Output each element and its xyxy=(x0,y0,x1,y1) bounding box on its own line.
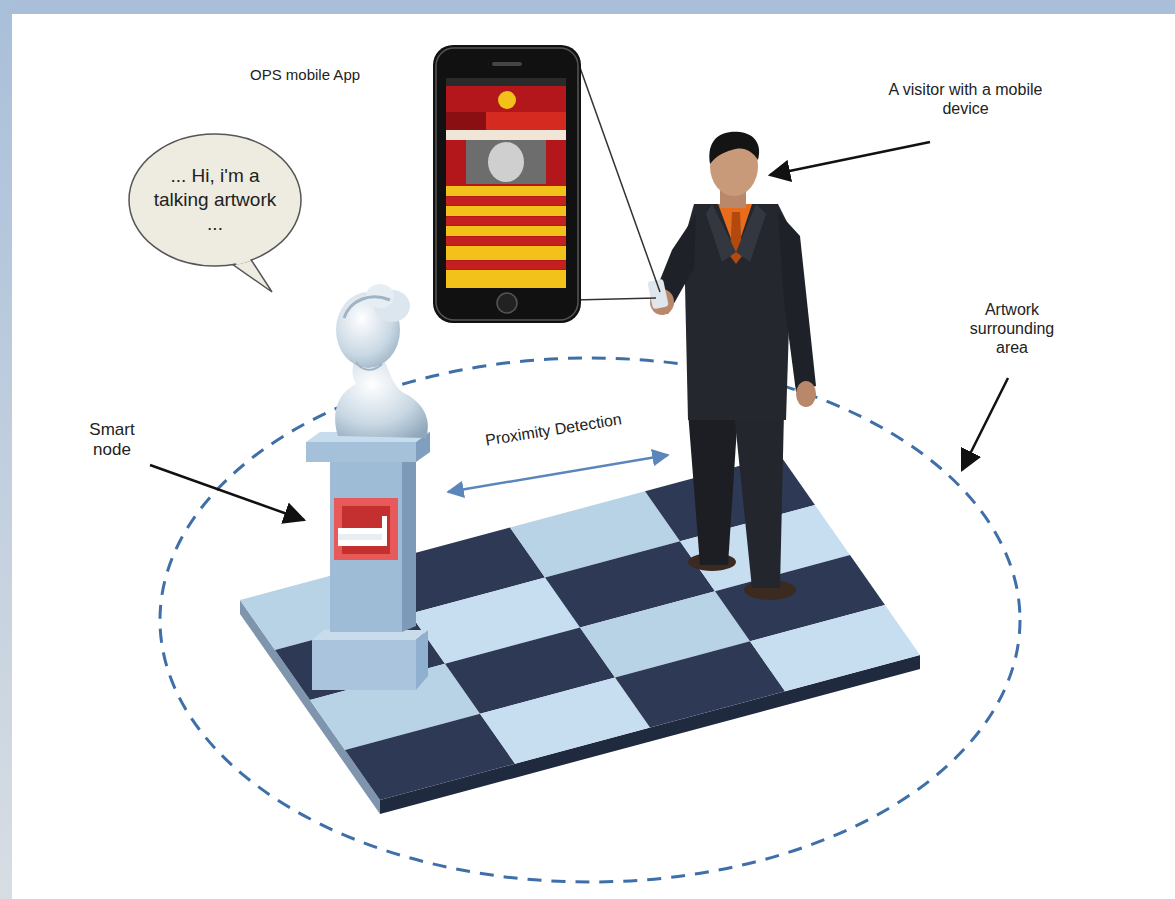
phone-mockup-part xyxy=(446,206,566,216)
phone-mockup-part xyxy=(446,112,486,130)
proximity-arrow xyxy=(448,455,668,492)
phone-mockup-part xyxy=(446,217,566,225)
phone-mockup-part xyxy=(446,78,566,86)
phone-callout-lines xyxy=(574,62,660,300)
phone-mockup-part xyxy=(446,261,566,269)
phone-mockup-part xyxy=(446,78,566,288)
visitor-figure-part xyxy=(647,279,668,310)
visitor-figure-part xyxy=(684,204,792,420)
bust-sculpture-part xyxy=(344,297,390,318)
phone-mockup-part xyxy=(466,140,546,184)
speech-bubble-part xyxy=(236,259,250,263)
smart-node-label: Smart node xyxy=(72,420,152,461)
floor xyxy=(240,455,920,814)
smart-node-leader xyxy=(150,465,304,520)
phone-callout-lines-part xyxy=(574,298,656,300)
phone-callout-lines-part xyxy=(578,62,660,292)
phone-mockup-part xyxy=(446,130,566,140)
proximity-arrow-part xyxy=(448,455,668,492)
bust-sculpture-part xyxy=(356,362,382,370)
floor-part xyxy=(240,455,920,800)
phone-mockup-part xyxy=(446,246,566,260)
floor-part-part xyxy=(750,605,920,691)
phone-mockup-part xyxy=(488,142,524,182)
surrounding-area-part xyxy=(160,358,1020,882)
pedestal-part xyxy=(312,640,416,690)
phone-mockup-part xyxy=(436,48,578,320)
visitor-leader xyxy=(770,142,930,175)
pedestal-part xyxy=(330,460,402,632)
visitor-figure-part xyxy=(778,212,816,392)
area-leader xyxy=(962,378,1008,470)
bust-sculpture xyxy=(335,284,428,438)
pedestal-part xyxy=(402,452,416,632)
visitor-figure-part xyxy=(709,132,759,164)
pedestal-part xyxy=(312,630,428,690)
visitor-figure xyxy=(647,132,816,600)
smart-node-leader-part xyxy=(150,465,304,520)
visitor-figure-part xyxy=(706,204,736,262)
bubble-text: ... Hi, i'm a talking artwork ... xyxy=(150,164,280,235)
phone-mockup-part xyxy=(446,112,566,130)
pedestal-part xyxy=(306,442,416,462)
pedestal-part xyxy=(338,534,382,540)
phone-mockup-part xyxy=(446,186,566,196)
pedestal-part xyxy=(338,528,382,534)
phone-mockup-part xyxy=(497,293,517,313)
area-label: Artwork surrounding area xyxy=(958,300,1066,358)
phone-mockup-part xyxy=(446,197,566,205)
pedestal-part xyxy=(382,516,387,546)
bust-sculpture-part xyxy=(335,356,428,438)
visitor-leader-part xyxy=(770,142,930,175)
phone-mockup-part xyxy=(446,226,566,236)
visitor-figure-part xyxy=(734,412,784,588)
speech-bubble xyxy=(129,134,301,292)
page-frame-part xyxy=(0,0,12,899)
phone-mockup-part xyxy=(492,62,522,66)
visitor-figure-part xyxy=(730,212,742,264)
page-frame-part xyxy=(12,14,1175,899)
phone-mockup-part xyxy=(446,237,566,245)
phone-mockup xyxy=(433,45,581,323)
phone-mockup-part xyxy=(446,270,566,288)
speech-bubble-node: ... Hi, i'm a talking artwork ... xyxy=(135,142,295,258)
pedestal-part xyxy=(338,540,382,546)
phone-mockup-part xyxy=(433,45,581,323)
area-leader-part xyxy=(962,378,1008,470)
phone-mockup-part xyxy=(498,91,516,109)
visitor-figure-part xyxy=(736,204,766,262)
visitor-figure-part xyxy=(688,412,738,565)
visitor-figure-part xyxy=(796,381,816,407)
speech-bubble-part xyxy=(232,258,272,292)
app-label: OPS mobile App xyxy=(250,66,420,84)
pedestal-part xyxy=(334,498,398,560)
page-frame-part xyxy=(0,0,1175,14)
pedestal xyxy=(306,432,430,690)
surrounding-area xyxy=(160,358,1020,882)
speech-bubble-part xyxy=(129,134,301,266)
visitor-label: A visitor with a mobile device xyxy=(878,80,1053,118)
